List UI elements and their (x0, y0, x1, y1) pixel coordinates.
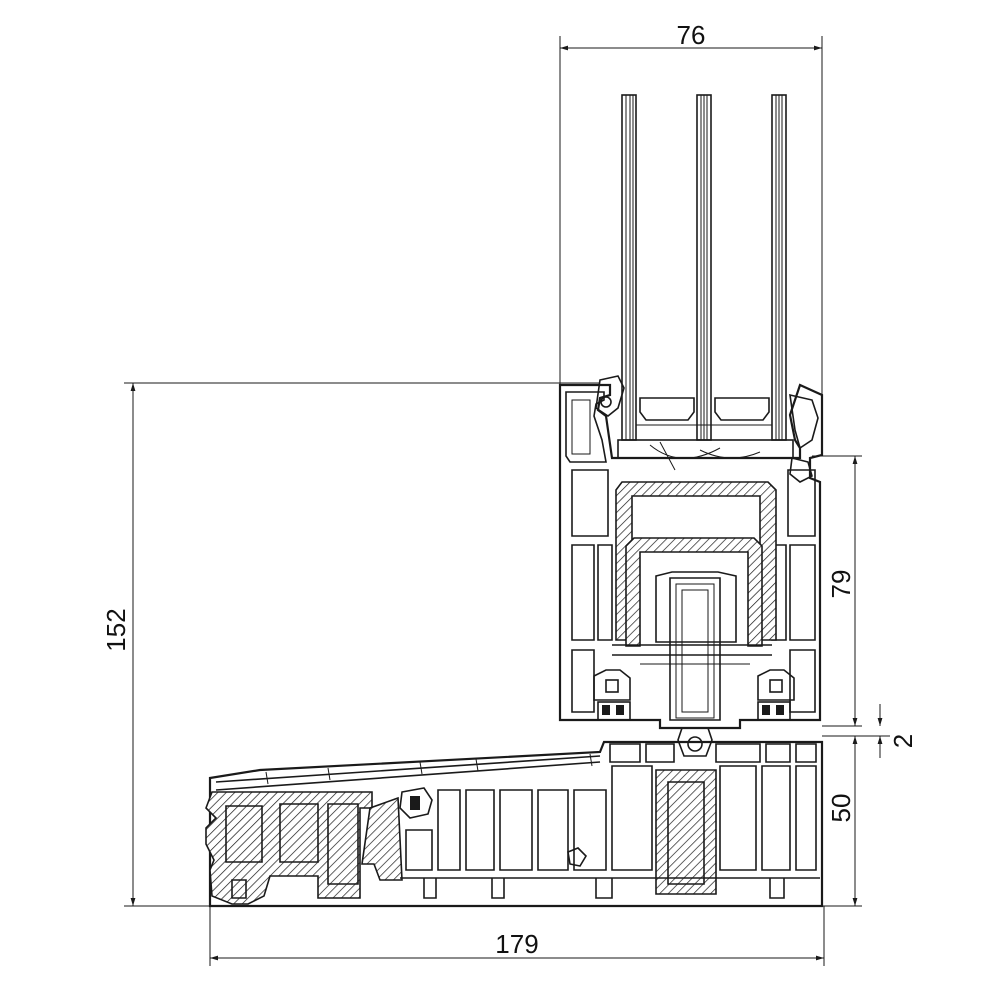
dim-sash-height: 79 (826, 570, 856, 599)
sash-profile (558, 375, 824, 757)
glass-pane-middle (696, 94, 712, 441)
sill-frame (205, 740, 824, 908)
gasket-top-left (595, 375, 625, 417)
gasket-top-right (789, 393, 819, 450)
sill-reinforcement (655, 769, 717, 895)
dim-sill-height: 50 (826, 794, 856, 823)
dim-gap: 2 (888, 734, 918, 748)
glazing-block (617, 439, 794, 459)
roller-left (593, 669, 631, 721)
glass-pane-inner (771, 94, 787, 441)
dim-total-height: 152 (101, 608, 131, 651)
spacer-right (714, 397, 770, 421)
center-guide (677, 727, 713, 757)
spacer-left (639, 397, 695, 421)
glazing-unit (617, 94, 794, 471)
dim-total-width: 179 (495, 929, 538, 959)
roller-right (757, 669, 795, 721)
dim-top-width: 76 (677, 20, 706, 50)
dimension-lines (124, 36, 890, 966)
